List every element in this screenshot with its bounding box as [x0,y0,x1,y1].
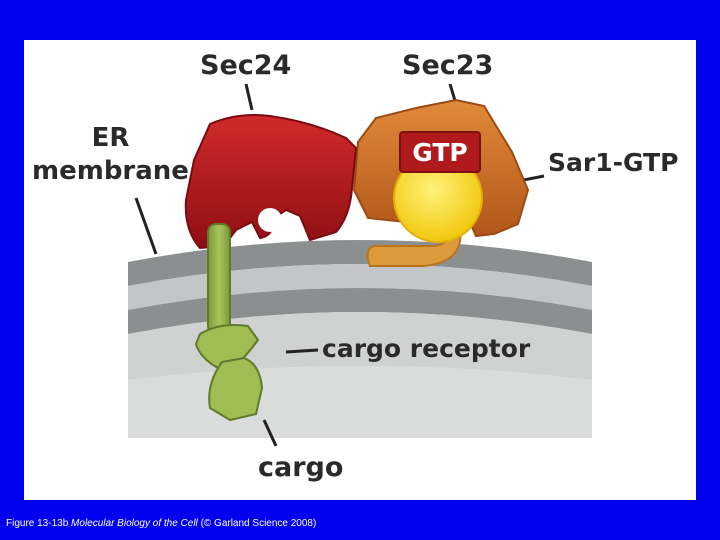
sec24-pointer [244,83,254,111]
membrane-inner-leaflet [128,288,592,334]
label-cargo-receptor: cargo receptor [322,334,531,363]
er-pointer [134,197,158,255]
label-sec24: Sec24 [200,50,292,81]
cargo-protein-shape [208,356,264,422]
caption-credit: (© Garland Science 2008) [200,518,317,529]
label-cargo: cargo [258,452,344,483]
membrane-core [128,264,592,310]
cargo-pointer [262,419,278,447]
gtp-box [399,131,481,173]
label-er-line2: membrane [32,156,189,186]
membrane-outer-leaflet [128,240,592,286]
diagram-panel: Sec24 Sec23 ER membrane GTP Sar1-GTP car… [24,40,696,500]
cargo-receptor-shape [194,324,260,370]
er-lumen [128,366,592,438]
receptor-pointer [285,348,319,354]
sec24-pocket [258,208,282,232]
label-er-line1: ER [91,123,130,153]
label-sec23: Sec23 [402,50,494,81]
cargo-receptor-stem [207,223,231,335]
label-gtp: GTP [412,137,468,167]
figure-caption: Figure 13-13b Molecular Biology of the C… [6,518,316,529]
label-er-membrane: ER membrane [32,122,189,188]
caption-figure: Figure 13-13b [6,518,69,529]
coat-assembly-diagram [128,83,592,447]
label-sar1-gtp: Sar1-GTP [548,148,679,177]
caption-book: Molecular Biology of the Cell [71,518,198,529]
sec24-protein-shape [184,114,358,250]
